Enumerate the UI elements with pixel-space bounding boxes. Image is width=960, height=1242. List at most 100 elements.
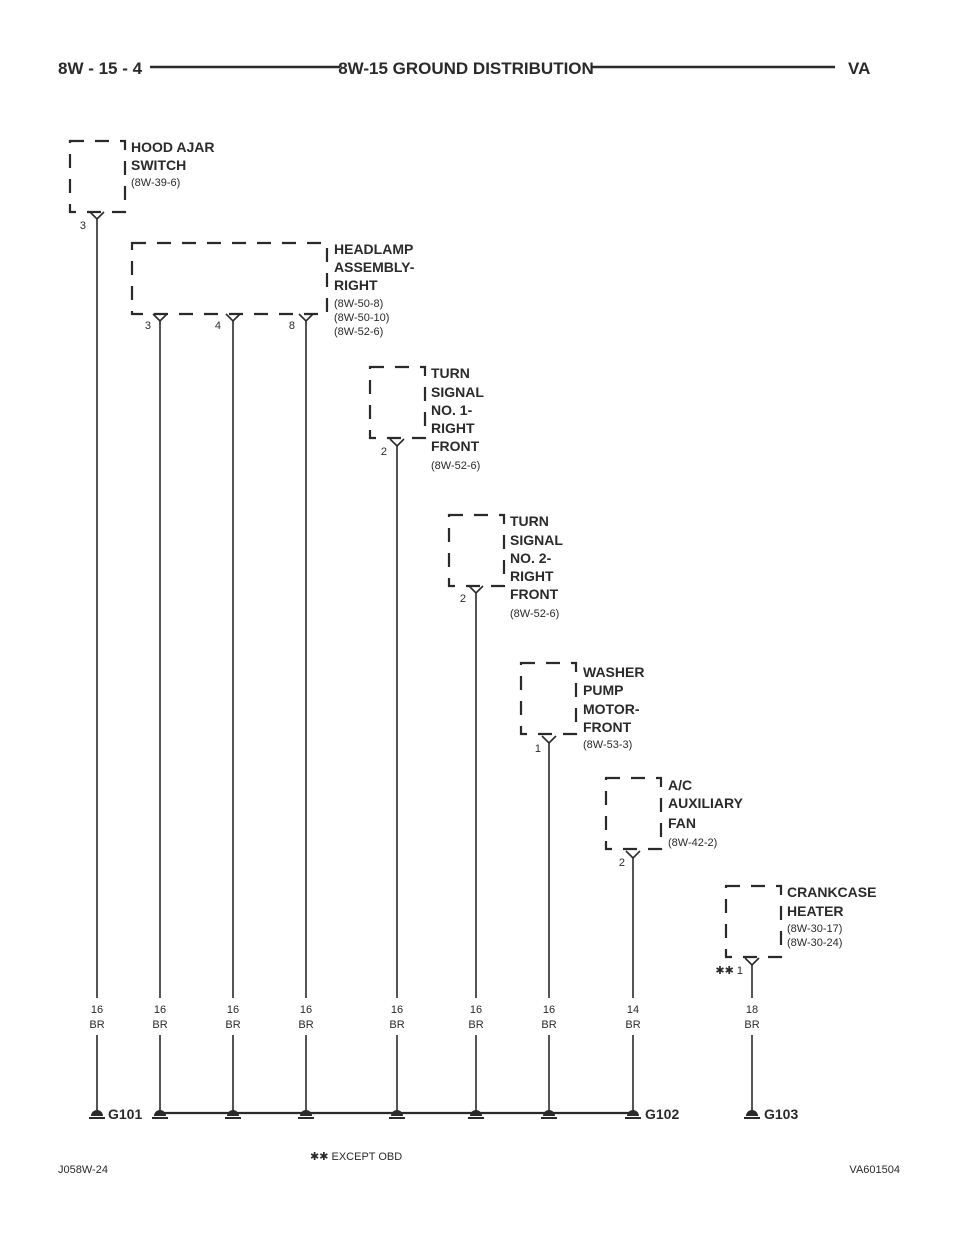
headlamp-name-2: ASSEMBLY-	[334, 259, 415, 275]
pin-headlamp-8: 8	[289, 320, 295, 332]
acfan-ref-1: (8W-42-2)	[668, 837, 717, 849]
ground-splice-symbol	[543, 1110, 555, 1116]
ground-splice-symbol	[627, 1110, 639, 1116]
ground-splice-symbol	[746, 1110, 758, 1116]
wire-8-color: BR	[625, 1019, 640, 1031]
ac-aux-fan-box	[604, 776, 663, 851]
turn-signal-1-box	[368, 365, 427, 440]
wire-labels: 16 BR 16 BR 16 BR 16 BR 16 BR 16 BR 16 B…	[89, 1004, 759, 1031]
ground-symbols	[89, 1110, 760, 1119]
ground-splice-symbol	[91, 1110, 103, 1116]
turn2-name-5: FRONT	[510, 586, 559, 602]
crankcase-ref-2: (8W-30-24)	[787, 937, 842, 949]
turn2-name-3: NO. 2-	[510, 550, 552, 566]
page-title: 8W-15 GROUND DISTRIBUTION	[338, 59, 594, 78]
ground-g103-label: G103	[764, 1106, 798, 1122]
wire-1-gauge: 16	[91, 1004, 103, 1016]
turn2-name-2: SIGNAL	[510, 532, 563, 548]
wire-5-color: BR	[389, 1019, 404, 1031]
wire-3-color: BR	[225, 1019, 240, 1031]
washer-pump-box	[519, 661, 578, 736]
headlamp-assembly-right-box	[130, 241, 329, 316]
acfan-name-2: AUXILIARY	[668, 795, 744, 811]
wire-7-color: BR	[541, 1019, 556, 1031]
turn1-name-1: TURN	[431, 365, 470, 381]
vehicle-code: VA	[848, 59, 870, 78]
page-header: 8W - 15 - 4 8W-15 GROUND DISTRIBUTION VA	[58, 59, 870, 78]
pin-labels: 3 3 4 8 2 2 1 2 ✱✱ 1	[80, 220, 743, 977]
wire-3-gauge: 16	[227, 1004, 239, 1016]
headlamp-name-3: RIGHT	[334, 277, 378, 293]
hood-ajar-switch-box	[68, 139, 127, 214]
turn1-name-5: FRONT	[431, 438, 480, 454]
turn1-name-4: RIGHT	[431, 420, 475, 436]
ground-g102-label: G102	[645, 1106, 679, 1122]
wire-5-gauge: 16	[391, 1004, 403, 1016]
pin-acfan-2: 2	[619, 857, 625, 869]
headlamp-ref-1: (8W-50-8)	[334, 298, 383, 310]
crankcase-heater-box	[724, 884, 783, 959]
pin-headlamp-3: 3	[145, 320, 151, 332]
headlamp-ref-2: (8W-50-10)	[334, 312, 389, 324]
wire-layer	[89, 211, 760, 1113]
turn1-name-3: NO. 1-	[431, 402, 473, 418]
connector-pin-symbol	[541, 735, 557, 745]
crankcase-name-1: CRANKCASE	[787, 884, 876, 900]
connector-pin-symbol	[625, 850, 641, 860]
washer-ref-1: (8W-53-3)	[583, 739, 632, 751]
turn1-ref-1: (8W-52-6)	[431, 460, 480, 472]
wire-6-color: BR	[468, 1019, 483, 1031]
ground-splice-symbol	[470, 1110, 482, 1116]
pin-turn2-2: 2	[460, 593, 466, 605]
pin-headlamp-4: 4	[215, 320, 221, 332]
connector-pin-symbol	[389, 438, 405, 448]
ground-splice-symbol	[154, 1110, 166, 1116]
component-labels: HOOD AJAR SWITCH (8W-39-6) HEADLAMP ASSE…	[131, 139, 876, 949]
wire-2-color: BR	[152, 1019, 167, 1031]
wire-1-color: BR	[89, 1019, 104, 1031]
crankcase-name-2: HEATER	[787, 903, 844, 919]
washer-name-3: MOTOR-	[583, 701, 640, 717]
hood-ajar-name-1: HOOD AJAR	[131, 139, 215, 155]
crankcase-ref-1: (8W-30-17)	[787, 923, 842, 935]
ground-splice-symbol	[391, 1110, 403, 1116]
turn2-name-1: TURN	[510, 513, 549, 529]
washer-name-2: PUMP	[583, 682, 623, 698]
wire-6-gauge: 16	[470, 1004, 482, 1016]
wire-4-color: BR	[298, 1019, 313, 1031]
figure-code-left: J058W-24	[58, 1164, 108, 1176]
figure-code-right: VA601504	[849, 1164, 900, 1176]
turn2-name-4: RIGHT	[510, 568, 554, 584]
pin-crankcase-1: ✱✱ 1	[715, 965, 743, 977]
washer-name-1: WASHER	[583, 664, 644, 680]
pin-hood-3: 3	[80, 220, 86, 232]
wire-8-gauge: 14	[627, 1004, 639, 1016]
hood-ajar-name-2: SWITCH	[131, 157, 186, 173]
ground-g101-label: G101	[108, 1106, 142, 1122]
hood-ajar-ref-1: (8W-39-6)	[131, 177, 180, 189]
ground-splice-symbol	[227, 1110, 239, 1116]
wire-9-gauge: 18	[746, 1004, 758, 1016]
turn1-name-2: SIGNAL	[431, 384, 484, 400]
headlamp-name-1: HEADLAMP	[334, 241, 413, 257]
component-boxes	[68, 139, 783, 959]
turn2-ref-1: (8W-52-6)	[510, 608, 559, 620]
turn-signal-2-box	[447, 513, 506, 588]
wire-4-gauge: 16	[300, 1004, 312, 1016]
connector-pin-symbol	[744, 957, 760, 967]
footnote-except-obd: ✱✱ EXCEPT OBD	[310, 1151, 402, 1163]
headlamp-ref-3: (8W-52-6)	[334, 326, 383, 338]
ground-labels: G101 G102 G103	[108, 1106, 798, 1122]
acfan-name-1: A/C	[668, 777, 692, 793]
washer-name-4: FRONT	[583, 719, 632, 735]
page-number: 8W - 15 - 4	[58, 59, 143, 78]
pin-turn1-2: 2	[381, 446, 387, 458]
page-footer: J058W-24 ✱✱ EXCEPT OBD VA601504	[58, 1151, 900, 1176]
acfan-name-3: FAN	[668, 815, 696, 831]
wire-9-color: BR	[744, 1019, 759, 1031]
pin-washer-1: 1	[535, 743, 541, 755]
wire-7-gauge: 16	[543, 1004, 555, 1016]
wire-2-gauge: 16	[154, 1004, 166, 1016]
ground-splice-symbol	[300, 1110, 312, 1116]
